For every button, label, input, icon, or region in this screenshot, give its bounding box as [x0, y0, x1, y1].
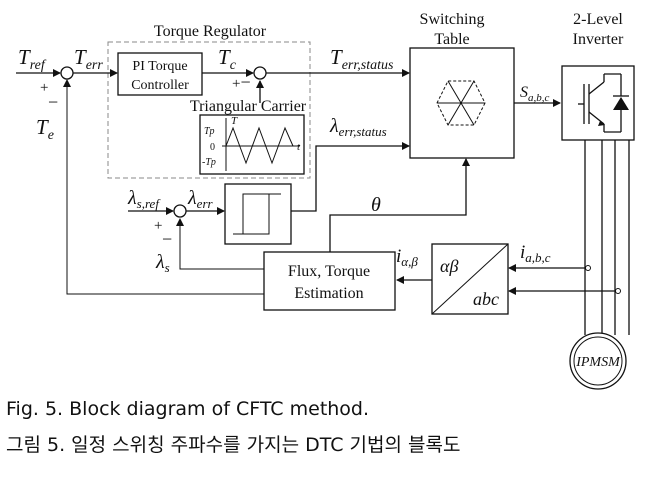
flux-torque-estimation-block	[263, 251, 396, 311]
hysteresis-icon	[242, 193, 270, 235]
torque-minus-sign: −	[48, 92, 58, 112]
theta-label: θ	[371, 194, 381, 216]
pi-controller-line2: Controller	[131, 78, 189, 93]
flux-summing-junction	[173, 204, 187, 218]
svg-text:-Tp: -Tp	[202, 157, 216, 168]
ipmsm-label: IPMSM	[575, 355, 621, 370]
flux-torque-line1: Flux, Torque	[288, 263, 370, 280]
lambda-s-feedback-arrow	[176, 218, 264, 270]
i-ab-label: iα,β	[396, 246, 418, 269]
triangular-carrier-block	[199, 114, 305, 175]
flux-minus-sign: −	[162, 229, 172, 249]
ipmsm-motor	[569, 332, 627, 390]
abc-label: abc	[473, 289, 499, 309]
torque-regulator-box	[107, 41, 311, 179]
s-abc-label: Sa,b,c	[520, 84, 550, 104]
t-err-status-label: Terr,status	[330, 45, 394, 73]
inverter-label1: 2-Level	[573, 11, 623, 28]
theta-arrow	[329, 158, 470, 252]
carrier-summing-junction	[253, 66, 267, 80]
t-c-label: Tc	[218, 45, 237, 73]
svg-text:Tp: Tp	[204, 126, 215, 137]
lambda-s-label: λs	[155, 251, 170, 275]
torque-plus-sign: +	[40, 80, 48, 96]
t-e-label: Te	[36, 115, 54, 143]
te-feedback-arrow	[63, 79, 264, 295]
flux-plus-sign: +	[154, 218, 162, 234]
t-err-label: Terr	[74, 45, 103, 73]
t-ref-label: Tref	[18, 45, 47, 73]
cftc-block-diagram: Torque Regulator Tref + − Te Terr PI Tor…	[16, 11, 635, 390]
svg-text:t: t	[297, 141, 301, 153]
svg-text:T: T	[231, 115, 238, 127]
pi-controller-line1: PI Torque	[132, 59, 187, 74]
switching-table-label2: Table	[434, 31, 469, 48]
figure-caption-english: Fig. 5. Block diagram of CFTC method.	[6, 398, 370, 420]
switching-table-label1: Switching	[420, 11, 485, 28]
alphabeta-label: αβ	[440, 256, 458, 276]
figure-caption-korean: 그림 5. 일정 스위칭 주파수를 가지는 DTC 기법의 블록도	[6, 434, 461, 456]
svg-text:0: 0	[210, 142, 215, 153]
triangle-waveform	[225, 126, 294, 165]
lambda-err-status-arrow	[291, 142, 410, 212]
lambda-err-label: λerr	[187, 187, 214, 211]
pi-controller-block	[117, 52, 203, 96]
lambda-s-ref-label: λs,ref	[127, 187, 161, 211]
lambda-err-status-label: λerr,status	[329, 115, 387, 139]
inverter-label2: Inverter	[573, 31, 624, 48]
torque-summing-junction	[60, 66, 74, 80]
flux-torque-line2: Estimation	[294, 285, 363, 302]
triangular-carrier-label: Triangular Carrier	[190, 98, 307, 115]
igbt-icon	[578, 73, 629, 133]
torque-regulator-label: Torque Regulator	[154, 23, 267, 40]
diode-icon	[613, 97, 629, 110]
hysteresis-comparator-block	[224, 183, 292, 245]
i-abc-label: ia,b,c	[520, 242, 551, 265]
carrier-plus-sign: +−	[232, 72, 251, 92]
